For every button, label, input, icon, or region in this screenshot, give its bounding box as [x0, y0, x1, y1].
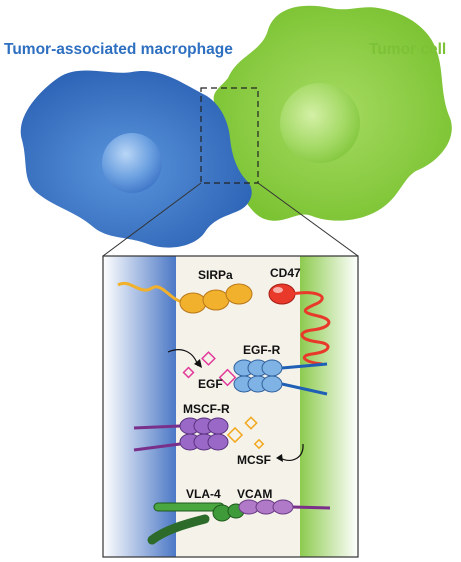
egf-label: EGF	[198, 377, 223, 391]
mcsf-arrow	[279, 443, 304, 461]
egf-ligand-1	[201, 351, 216, 366]
sirpa-label: SIRPa	[198, 268, 233, 282]
zoom-guide-right	[257, 182, 359, 257]
cd47-protein	[268, 283, 296, 305]
vcam-tail	[292, 505, 331, 510]
mscf-r-protein	[179, 417, 229, 451]
vcam-protein	[238, 499, 294, 515]
cd47-highlight	[273, 287, 283, 293]
sirpa-protein	[179, 283, 253, 314]
tumor-cell-title: Tumor cell	[369, 41, 446, 58]
mcsf-label: MCSF	[237, 453, 271, 467]
sirpa-tail	[117, 281, 184, 304]
egf-r-protein	[233, 359, 283, 393]
egf-arrowhead	[194, 359, 202, 368]
vla4-stem	[147, 514, 210, 545]
egf-r-tail-bottom	[281, 382, 328, 396]
egf-r-tail-top	[281, 362, 328, 370]
macrophage-title: Tumor-associated macrophage	[4, 41, 233, 58]
egf-r-label: EGF-R	[243, 343, 281, 357]
mscf-r-tail-bottom	[133, 442, 181, 452]
zoom-region-box	[200, 87, 259, 184]
macrophage-membrane	[103, 256, 176, 557]
zoom-guide-left	[102, 182, 202, 257]
mcsf-ligand-1	[226, 426, 244, 444]
vcam-label: VCAM	[237, 487, 272, 501]
vla4-label: VLA-4	[186, 487, 221, 501]
macrophage-nucleus	[102, 133, 162, 193]
cd47-transmembrane-loops	[291, 291, 331, 366]
mscf-r-tail-top	[133, 424, 181, 430]
mcsf-ligand-2	[244, 416, 258, 430]
mcsf-arrowhead	[276, 454, 283, 462]
tumor-cell-nucleus	[280, 83, 360, 163]
egf-ligand-3	[218, 368, 237, 387]
cd47-label: CD47	[270, 266, 301, 280]
detail-panel-border	[102, 255, 359, 558]
mcsf-ligand-3	[253, 438, 265, 450]
mscf-r-label: MSCF-R	[183, 402, 230, 416]
tumor-membrane	[300, 256, 358, 557]
egf-ligand-2	[182, 366, 195, 379]
